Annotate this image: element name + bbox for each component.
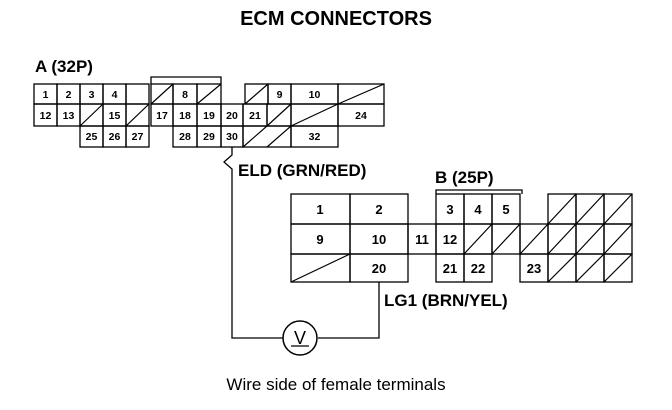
connector-a: [33, 76, 385, 148]
meter-wiring: V: [223, 147, 380, 356]
pin-a3: 3: [89, 89, 95, 101]
pin-a12: 12: [40, 110, 52, 122]
pin-b5: 5: [502, 202, 509, 217]
pin-a8: 8: [182, 89, 188, 101]
pin-a10: 10: [309, 89, 321, 101]
pin-a24: 24: [355, 110, 367, 122]
connector-b-pins: 1 2 9 10 20 11 3 4 5 12 21 22 23: [316, 202, 541, 276]
connector-b: [290, 189, 633, 283]
pin-b11: 11: [415, 232, 429, 247]
pin-a25: 25: [86, 131, 98, 143]
pin-a28: 28: [179, 131, 191, 143]
pin-a17: 17: [156, 110, 168, 122]
pin-a29: 29: [203, 131, 215, 143]
eld-wire: [223, 147, 283, 339]
pin-b10: 10: [372, 232, 386, 247]
pin-a1: 1: [43, 89, 49, 101]
pin-b1: 1: [316, 202, 323, 217]
pin-a2: 2: [66, 89, 72, 101]
eld-wire-label: ELD (GRN/RED): [238, 161, 366, 180]
pin-a26: 26: [109, 131, 121, 143]
pin-a30: 30: [226, 131, 238, 143]
lg1-wire-label: LG1 (BRN/YEL): [384, 291, 508, 310]
pin-a15: 15: [109, 110, 121, 122]
pin-b22: 22: [471, 261, 485, 276]
pin-a27: 27: [132, 131, 144, 143]
pin-b20: 20: [372, 261, 386, 276]
pin-b21: 21: [443, 261, 457, 276]
pin-b4: 4: [474, 202, 482, 217]
diagram-title: ECM CONNECTORS: [240, 8, 432, 30]
pin-b2: 2: [375, 202, 382, 217]
connector-a-label: A (32P): [35, 57, 93, 76]
pin-a21: 21: [249, 110, 261, 122]
pin-a32: 32: [309, 131, 321, 143]
caption: Wire side of female terminals: [226, 375, 445, 394]
pin-a20: 20: [226, 110, 238, 122]
pin-a19: 19: [203, 110, 215, 122]
pin-a13: 13: [63, 110, 75, 122]
voltmeter-icon: [282, 320, 318, 356]
connector-a-pins: 1 2 3 4 8 9 10 12 13 15 17 18 19 20 21 2…: [40, 89, 367, 143]
voltmeter-symbol: V: [294, 328, 306, 348]
pin-b3: 3: [446, 202, 453, 217]
connector-b-label: B (25P): [435, 168, 494, 187]
pin-a18: 18: [179, 110, 191, 122]
lg1-wire: [318, 282, 380, 339]
pin-a4: 4: [112, 89, 118, 101]
pin-b12: 12: [443, 232, 457, 247]
pin-b23: 23: [527, 261, 541, 276]
pin-b9: 9: [316, 232, 323, 247]
pin-a9: 9: [277, 89, 283, 101]
